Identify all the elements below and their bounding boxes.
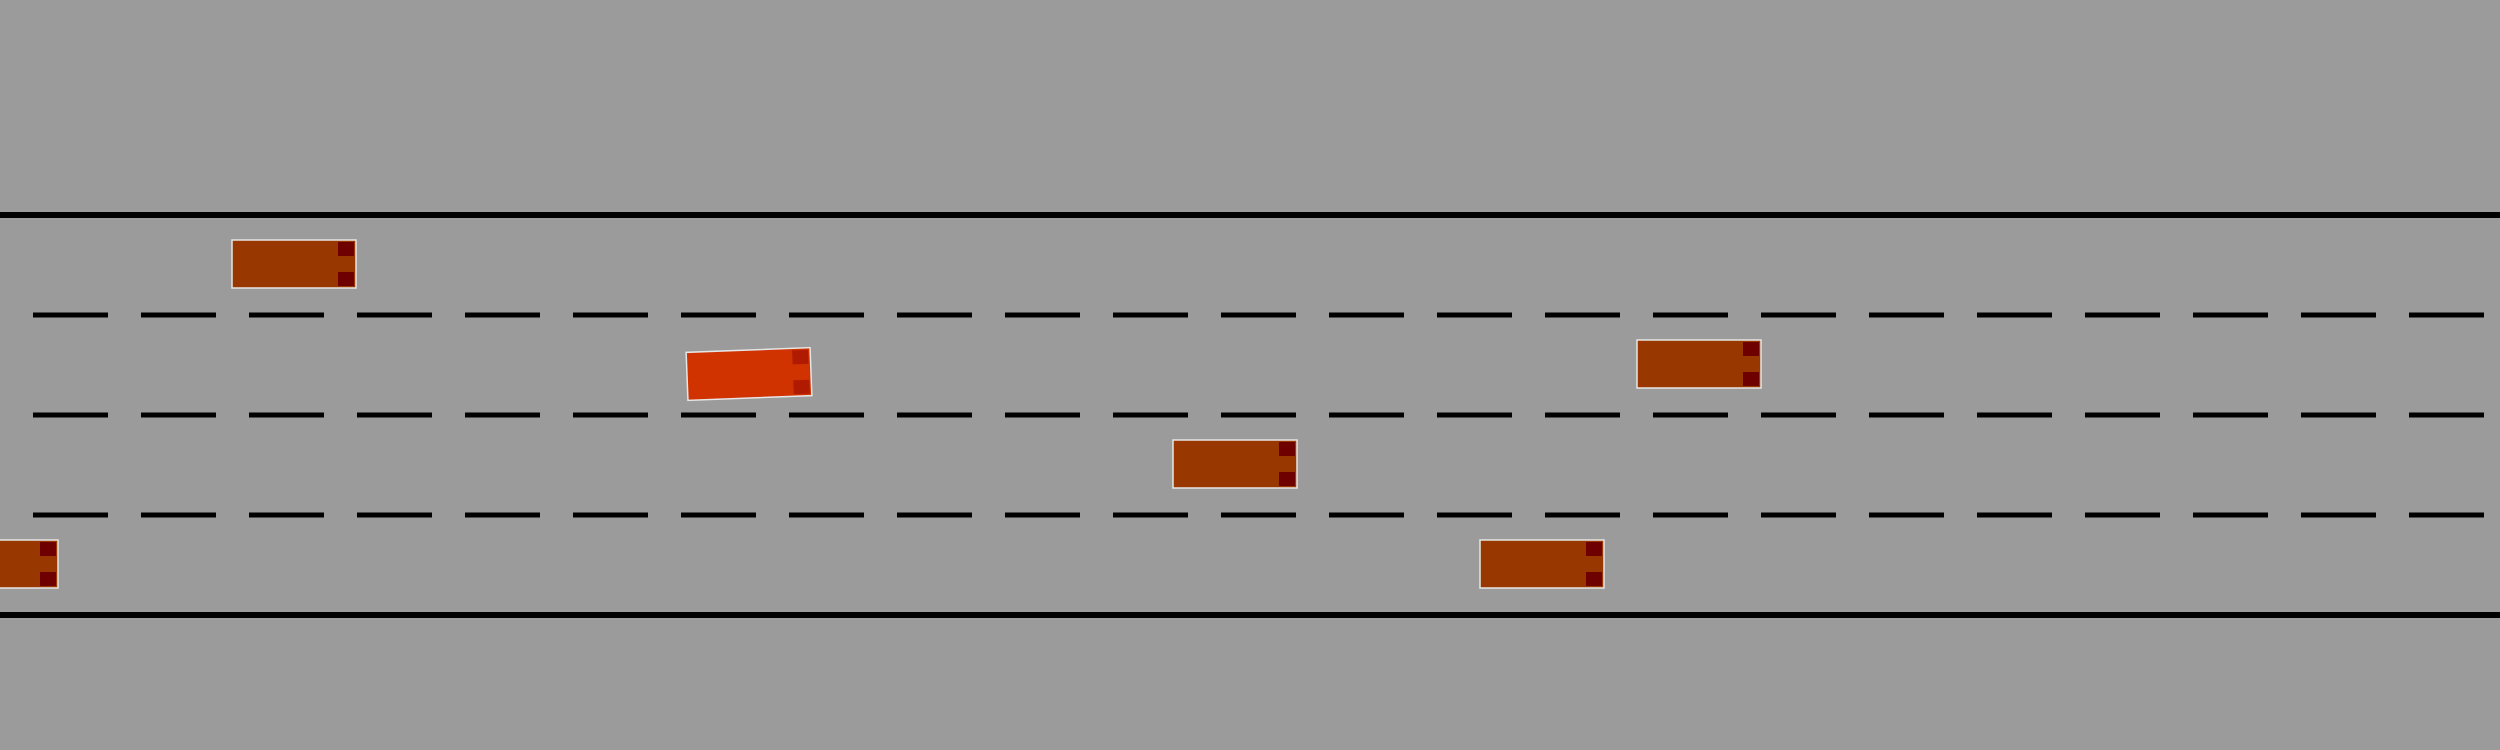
vehicle-body [231, 239, 357, 289]
vehicle-body [1636, 339, 1762, 389]
tail-light-icon [793, 379, 810, 395]
tail-light-icon [40, 572, 56, 586]
tail-light-icon [338, 242, 354, 256]
vehicle-lane2-a [1636, 339, 1762, 389]
tail-light-icon [792, 349, 809, 365]
tail-light-icon [1743, 372, 1759, 386]
tail-light-icon [1279, 472, 1295, 486]
tail-light-icon [1586, 572, 1602, 586]
vehicle-lane1-a [231, 239, 357, 289]
vehicle-body [1172, 439, 1298, 489]
tail-light-icon [338, 272, 354, 286]
vehicle-lane4-b [1479, 539, 1605, 589]
ego-vehicle [685, 346, 813, 402]
tail-light-icon [40, 542, 56, 556]
tail-light-icon [1279, 442, 1295, 456]
ego-vehicle-body [685, 346, 813, 402]
tail-light-icon [1586, 542, 1602, 556]
vehicle-lane4-a [0, 539, 59, 589]
vehicle-body [1479, 539, 1605, 589]
tail-light-icon [1743, 342, 1759, 356]
vehicle-lane3-a [1172, 439, 1298, 489]
